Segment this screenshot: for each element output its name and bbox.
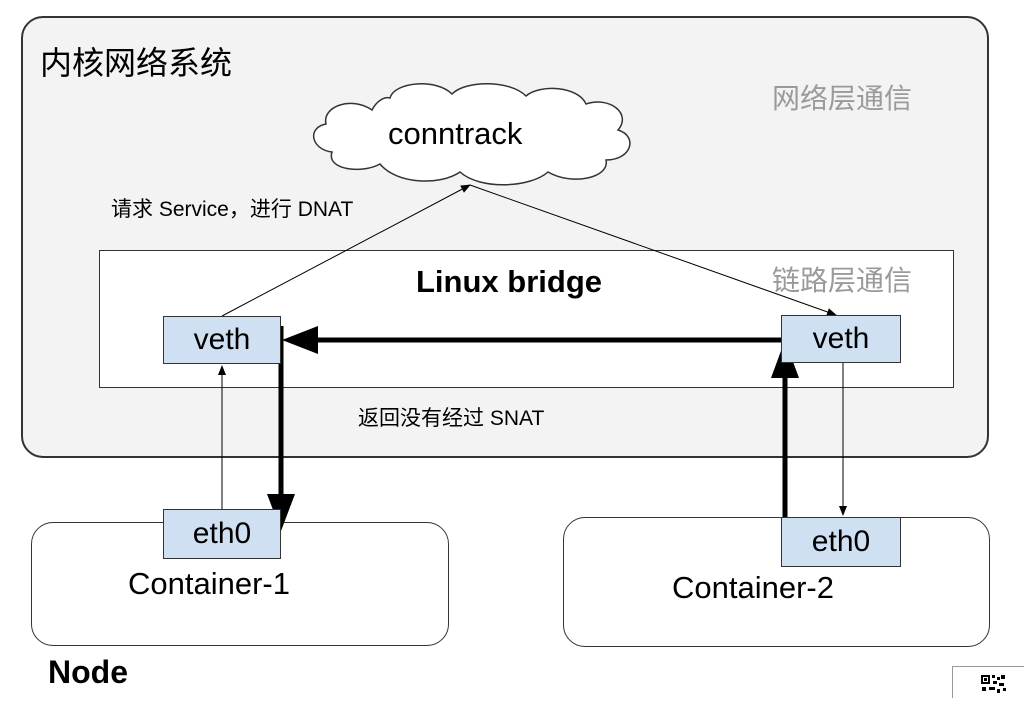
eth0-right: eth0: [781, 517, 901, 567]
return-arrow-left: [282, 326, 318, 354]
dnat-annotation: 请求 Service，进行 DNAT: [111, 198, 354, 221]
conntrack-to-veth-line: [469, 184, 837, 316]
veth-left: veth: [163, 316, 281, 364]
container-1-label: Container-1: [128, 566, 290, 601]
node-label: Node: [48, 654, 128, 690]
link-layer-label: 链路层通信: [772, 265, 913, 296]
bridge-title: Linux bridge: [416, 264, 602, 299]
kernel-title: 内核网络系统: [40, 45, 233, 81]
return-arrow-down: [267, 494, 295, 531]
container-2-label: Container-2: [672, 570, 834, 605]
conntrack-label: conntrack: [388, 116, 523, 151]
container-2-box: [563, 517, 990, 647]
dnat-request-line: [221, 184, 471, 317]
veth-right: veth: [781, 315, 901, 363]
conntrack-cloud: [313, 83, 631, 186]
qr-code-icon: [952, 666, 1024, 698]
snat-annotation: 返回没有经过 SNAT: [358, 407, 545, 430]
network-layer-label: 网络层通信: [772, 83, 913, 114]
eth0-left: eth0: [163, 509, 281, 559]
